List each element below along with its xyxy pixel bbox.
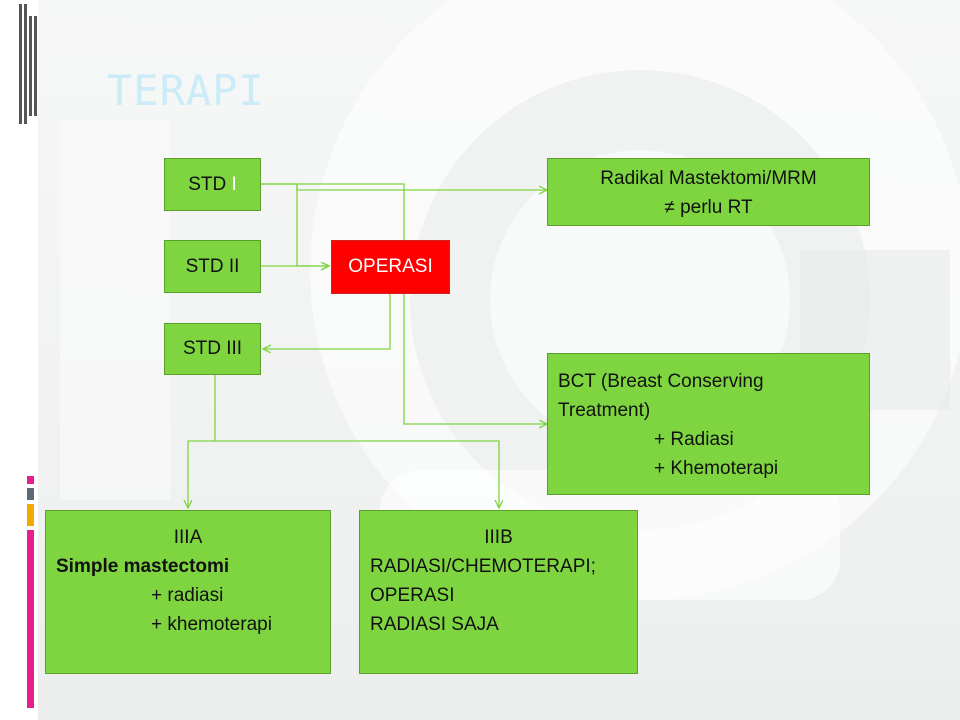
node-std-i-suffix: I	[231, 173, 237, 195]
node-radikal: Radikal Mastektomi/MRM ≠ perlu RT	[547, 158, 870, 226]
left-mark-4	[27, 530, 34, 708]
node-bct-line2: Treatment)	[558, 400, 651, 421]
node-std-ii-label: STD II	[185, 255, 240, 277]
connector-std-i-operasi	[296, 184, 329, 266]
node-operasi-label: OPERASI	[348, 256, 433, 277]
node-iiib-line1: IIIB	[484, 527, 513, 548]
node-iiib-line4: RADIASI SAJA	[370, 614, 499, 635]
node-std-iii-label: STD III	[182, 338, 243, 359]
node-std-ii: STD II	[164, 240, 261, 293]
node-iiia: IIIA Simple mastectomi + radiasi + khemo…	[45, 510, 331, 674]
slide-title: TERAPI	[107, 66, 265, 115]
connector-to-iiib	[215, 440, 499, 508]
node-std-i: STD I	[164, 158, 261, 211]
node-iiib-line2: RADIASI/CHEMOTERAPI;	[370, 556, 596, 577]
left-mark-2	[27, 488, 34, 500]
node-bct-line4: + Khemoterapi	[654, 458, 779, 479]
node-iiia-line3: + radiasi	[151, 585, 224, 606]
node-iiia-line1: IIIA	[173, 527, 203, 548]
node-std-iii: STD III	[164, 323, 261, 375]
left-mark-3	[27, 504, 34, 526]
node-std-i-prefix: STD	[188, 173, 232, 195]
node-bct-line3: + Radiasi	[654, 429, 734, 450]
node-radikal-line2: ≠ perlu RT	[664, 197, 753, 218]
node-bct: BCT (Breast Conserving Treatment) + Radi…	[547, 353, 870, 495]
connector-operasi-std-iii	[263, 294, 391, 349]
node-bct-line1: BCT (Breast Conserving	[558, 371, 764, 392]
left-mark-1	[27, 476, 34, 484]
node-iiib-line3: OPERASI	[370, 585, 455, 606]
node-iiib: IIIB RADIASI/CHEMOTERAPI; OPERASI RADIAS…	[359, 510, 638, 674]
node-iiia-line4: + khemoterapi	[151, 614, 272, 635]
bars-icon	[19, 4, 37, 124]
node-iiia-line2: Simple mastectomi	[56, 556, 230, 577]
connector-to-iiia	[188, 440, 215, 508]
node-radikal-line1: Radikal Mastektomi/MRM	[600, 168, 817, 189]
node-operasi: OPERASI	[331, 240, 450, 294]
connector-std-i-bct	[261, 183, 547, 424]
